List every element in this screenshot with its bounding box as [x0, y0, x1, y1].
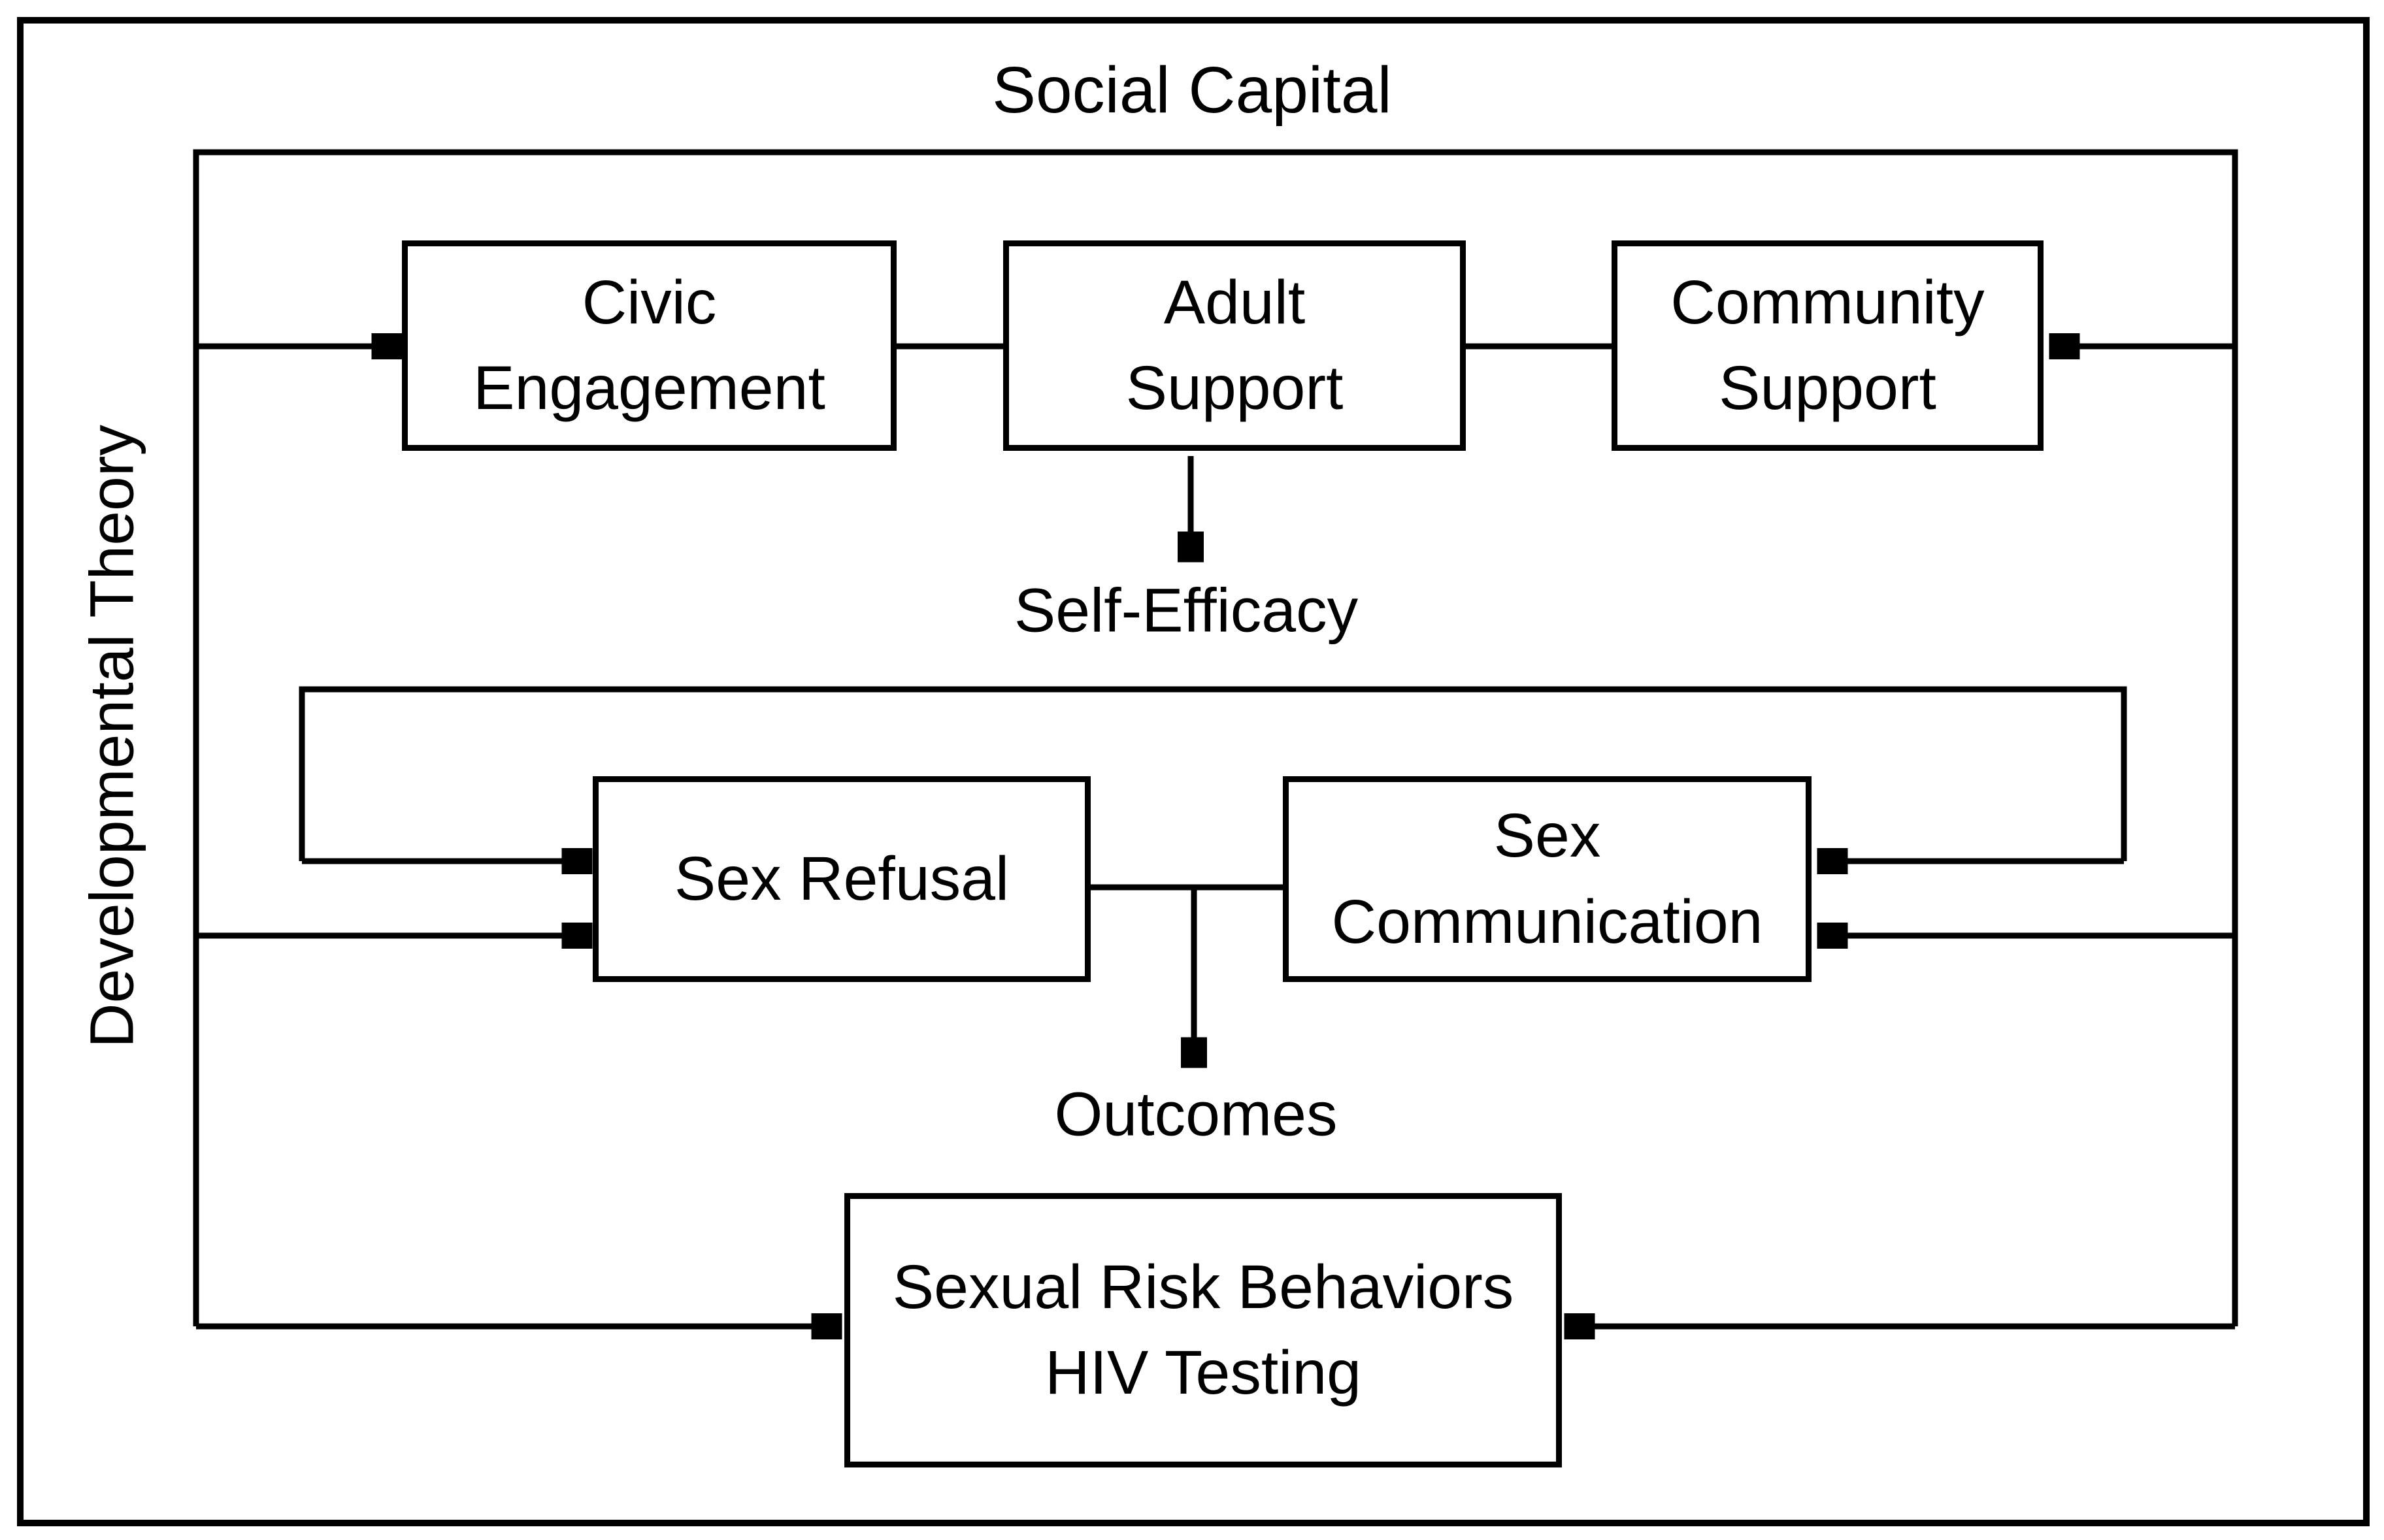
sex-communication-line-2: Communication: [1331, 887, 1763, 957]
adult-support-line-1: Adult: [1163, 267, 1306, 337]
social-capital-title: Social Capital: [992, 54, 1392, 127]
community-support-line-1: Community: [1670, 267, 1985, 337]
sex-refusal-line-1: Sex Refusal: [674, 844, 1010, 913]
civic-engagement-line-1: Civic: [582, 267, 717, 337]
outcomes-label: Outcomes: [1054, 1079, 1338, 1149]
outcomes-box-line-2: HIV Testing: [1044, 1338, 1362, 1407]
civic-engagement-line-2: Engagement: [473, 353, 825, 423]
sex-communication-box: Sex Communication: [1283, 776, 1812, 982]
outer-border-frame: [17, 17, 2370, 1526]
self-efficacy-label: Self-Efficacy: [1014, 576, 1359, 646]
inner-frame-line: [193, 149, 2238, 1326]
outcomes-box-line-1: Sexual Risk Behaviors: [892, 1252, 1514, 1322]
self-efficacy-bracket-line: [299, 686, 2127, 861]
adult-support-line-2: Support: [1125, 353, 1344, 423]
sex-communication-line-1: Sex: [1493, 801, 1601, 871]
civic-engagement-box: Civic Engagement: [402, 240, 897, 451]
community-support-box: Community Support: [1612, 240, 2044, 451]
community-support-line-2: Support: [1719, 353, 1936, 423]
adult-support-box: Adult Support: [1003, 240, 1466, 451]
sex-refusal-box: Sex Refusal: [593, 776, 1091, 982]
sexual-risk-behaviors-hiv-testing-box: Sexual Risk Behaviors HIV Testing: [844, 1193, 1562, 1467]
